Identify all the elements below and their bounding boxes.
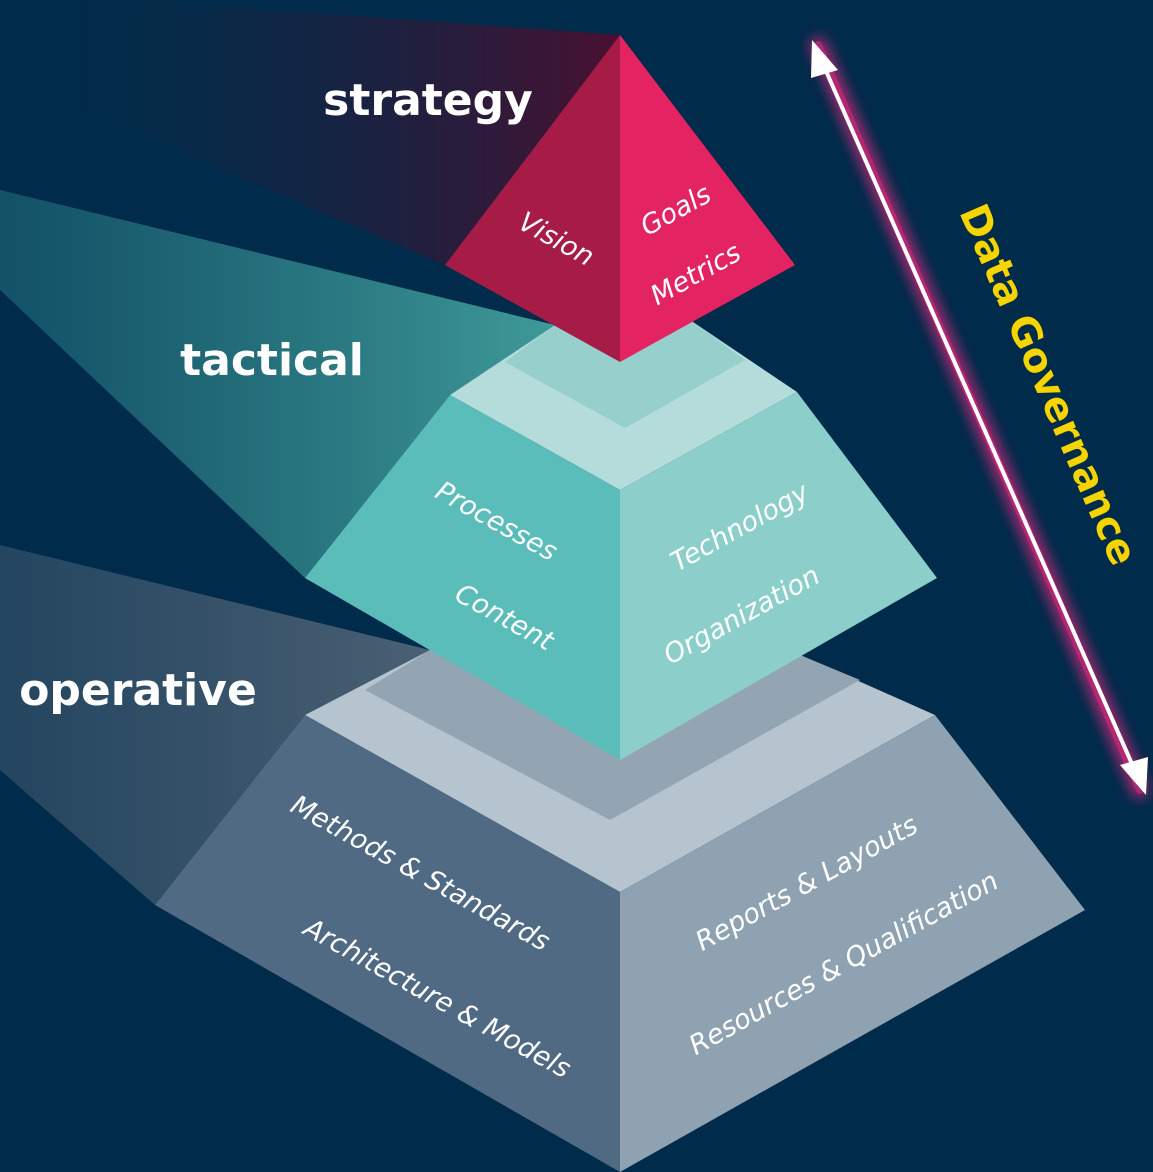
strategy-level [445, 35, 795, 362]
strategy-label: strategy [323, 75, 533, 126]
tactical-left-face [305, 395, 620, 760]
tactical-label: tactical [180, 335, 364, 386]
operative-label: operative [19, 665, 257, 716]
operative-beam [0, 545, 430, 905]
double-headed-arrow-icon [810, 37, 1148, 798]
strategy-left-face [445, 35, 620, 362]
operative-right-face [620, 715, 1085, 1172]
tactical-right-face [620, 392, 937, 760]
operative-left-face [155, 715, 620, 1172]
strategy-beam [0, 0, 620, 265]
strategy-right-face [620, 35, 795, 362]
tactical-beam [0, 190, 555, 578]
